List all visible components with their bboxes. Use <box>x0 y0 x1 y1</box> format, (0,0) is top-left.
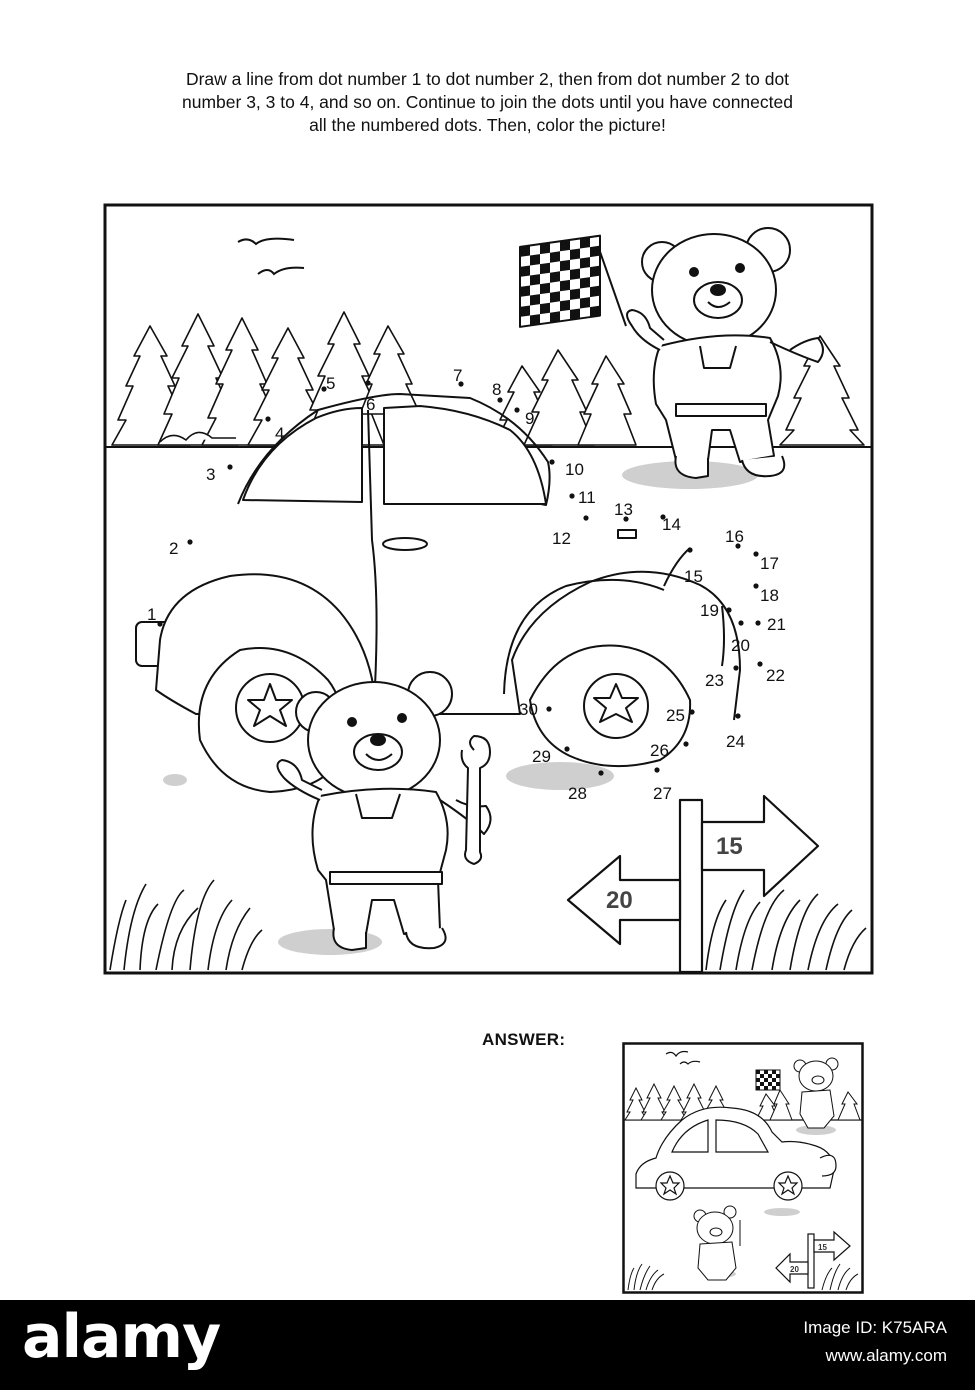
dot-26 <box>683 741 689 747</box>
answer-sign-left: 20 <box>790 1265 799 1274</box>
car-drawing <box>135 393 741 793</box>
answer-thumbnail: 15 20 <box>622 1042 864 1294</box>
ground-detail <box>159 431 236 443</box>
dot-number-21: 21 <box>767 615 786 634</box>
dot-number-26: 26 <box>650 741 669 760</box>
dot-19 <box>726 607 732 613</box>
dot-22 <box>757 661 763 667</box>
dot-number-7: 7 <box>453 366 462 385</box>
dot-number-17: 17 <box>760 554 779 573</box>
dot-18 <box>753 583 759 589</box>
answer-label: ANSWER: <box>482 1030 566 1049</box>
pine-trees-left <box>111 311 421 446</box>
dot-14 <box>660 514 666 520</box>
signpost <box>566 794 820 974</box>
dot-number-9: 9 <box>525 409 534 428</box>
dot-6 <box>365 380 371 386</box>
dot-number-13: 13 <box>614 500 633 519</box>
footer-bar <box>0 1300 975 1390</box>
dot-12 <box>583 515 589 521</box>
dot-11 <box>569 493 575 499</box>
dot-number-23: 23 <box>705 671 724 690</box>
dot-number-1: 1 <box>147 605 156 624</box>
dot-number-3: 3 <box>206 465 215 484</box>
dot-8 <box>497 397 503 403</box>
bear-with-flag <box>519 227 824 479</box>
dot-number-30: 30 <box>519 700 538 719</box>
site-url: www.alamy.com <box>825 1346 947 1365</box>
dot-number-4: 4 <box>275 424 284 443</box>
dot-number-11: 11 <box>578 488 596 507</box>
dot-5 <box>321 386 327 392</box>
numbered-dots: 1234567891011121314151617181920212223242… <box>147 366 786 803</box>
dot-7 <box>458 381 464 387</box>
pine-trees-right <box>493 335 865 446</box>
dot-number-10: 10 <box>565 460 584 479</box>
dot-28 <box>598 770 604 776</box>
dot-9 <box>514 407 520 413</box>
dot-number-8: 8 <box>492 380 501 399</box>
dot-17 <box>753 551 759 557</box>
dot-number-5: 5 <box>326 374 335 393</box>
dot-number-24: 24 <box>726 732 745 751</box>
dot-number-6: 6 <box>366 395 375 414</box>
puzzle-frame <box>103 203 874 975</box>
image-id: Image ID: K75ARA <box>803 1318 947 1337</box>
dot-23 <box>733 665 739 671</box>
bear-with-wrench <box>276 671 492 951</box>
dot-number-15: 15 <box>684 567 703 586</box>
dot-number-27: 27 <box>653 784 672 803</box>
answer-sign-right: 15 <box>818 1243 827 1252</box>
bird-icon <box>237 237 305 276</box>
dot-2 <box>187 539 193 545</box>
dot-10 <box>549 459 555 465</box>
dot-number-19: 19 <box>700 601 719 620</box>
signpost-left-number: 20 <box>606 887 633 914</box>
dot-number-28: 28 <box>568 784 587 803</box>
dot-20 <box>738 620 744 626</box>
dot-number-25: 25 <box>666 706 685 725</box>
dot-number-16: 16 <box>725 527 744 546</box>
grass-clumps <box>109 879 867 971</box>
dot-29 <box>564 746 570 752</box>
puzzle-picture: 15 20 1234567891011121314151617181920212… <box>103 203 874 975</box>
dot-3 <box>227 464 233 470</box>
dot-number-2: 2 <box>169 539 178 558</box>
dot-number-22: 22 <box>766 666 785 685</box>
dot-13 <box>623 516 629 522</box>
dot-1 <box>157 621 163 627</box>
dot-number-20: 20 <box>731 636 750 655</box>
dot-27 <box>654 767 660 773</box>
instructions-line-2: number 3, 3 to 4, and so on. Continue to… <box>182 92 793 112</box>
brand-logo: alamy <box>22 1302 221 1372</box>
dot-25 <box>689 709 695 715</box>
dot-15 <box>687 547 693 553</box>
instructions-line-3: all the numbered dots. Then, color the p… <box>309 115 666 135</box>
dot-30 <box>546 706 552 712</box>
instructions: Draw a line from dot number 1 to dot num… <box>60 68 915 137</box>
dot-4 <box>265 416 271 422</box>
signpost-right-number: 15 <box>716 833 743 860</box>
dot-24 <box>735 713 741 719</box>
dot-number-18: 18 <box>760 586 779 605</box>
dot-number-29: 29 <box>532 747 551 766</box>
dot-number-14: 14 <box>662 515 681 534</box>
dot-number-12: 12 <box>552 529 571 548</box>
dot-21 <box>755 620 761 626</box>
dot-16 <box>735 543 741 549</box>
instructions-line-1: Draw a line from dot number 1 to dot num… <box>185 69 790 89</box>
